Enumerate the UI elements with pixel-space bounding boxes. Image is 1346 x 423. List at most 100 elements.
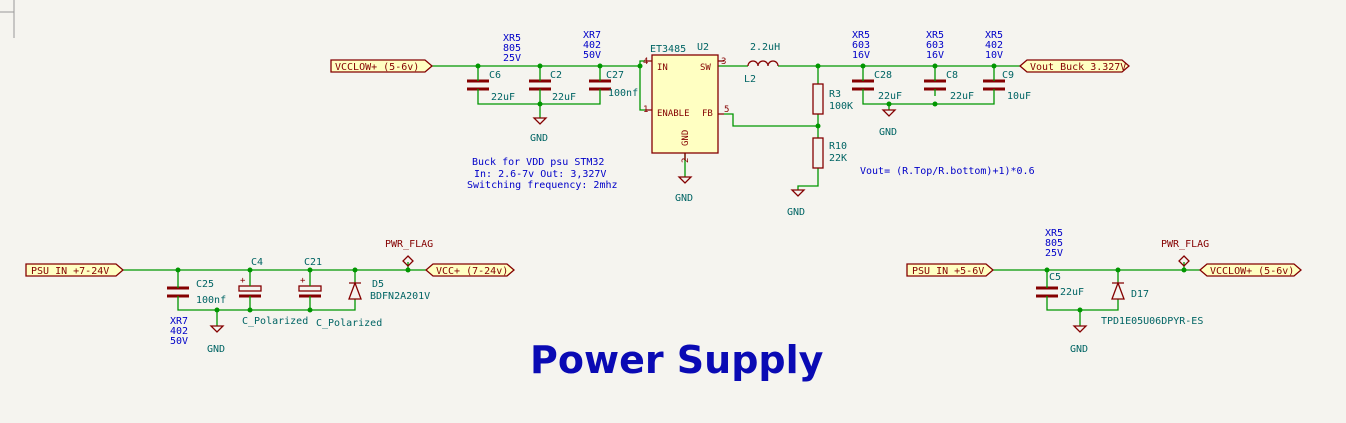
svg-text:603: 603: [926, 40, 944, 51]
cap-c5[interactable]: XR5 805 25V C5 22uF: [1036, 228, 1084, 303]
ic-u2[interactable]: ET3485 U2 IN SW ENABLE FB GND 4 3 1 5 2: [643, 42, 729, 163]
svg-text:VCCLOW+ (5-6v): VCCLOW+ (5-6v): [335, 62, 419, 73]
resistor-r3[interactable]: R3 100K: [812, 83, 853, 115]
svg-text:GND: GND: [787, 207, 805, 218]
svg-text:C21: C21: [304, 257, 322, 268]
svg-text:D17: D17: [1131, 289, 1149, 300]
svg-text:3: 3: [721, 57, 726, 67]
svg-text:C_Polarized: C_Polarized: [242, 316, 308, 327]
svg-text:4: 4: [643, 57, 648, 67]
svg-text:805: 805: [503, 43, 521, 54]
svg-text:C4: C4: [251, 257, 263, 268]
svg-text:805: 805: [1045, 238, 1063, 249]
svg-text:Vout_Buck_3.327V: Vout_Buck_3.327V: [1030, 62, 1126, 73]
svg-text:402: 402: [583, 40, 601, 51]
gnd-symbol: GND: [675, 176, 693, 204]
cap-c2[interactable]: C2 22uF: [529, 70, 576, 103]
cap-c21[interactable]: + C21 C_Polarized: [298, 257, 382, 329]
diode-d5[interactable]: D5 BDFN2A201V: [348, 279, 430, 302]
svg-text:C9: C9: [1002, 70, 1014, 81]
svg-text:100nf: 100nf: [196, 295, 226, 306]
svg-text:XR5: XR5: [1045, 228, 1063, 239]
label-psu-in-24[interactable]: PSU_IN_+7-24V: [25, 263, 124, 277]
svg-text:BDFN2A201V: BDFN2A201V: [370, 291, 430, 302]
svg-text:ET3485: ET3485: [650, 44, 686, 55]
svg-text:VCC+ (7-24v): VCC+ (7-24v): [436, 266, 508, 277]
cap-c28[interactable]: XR5 603 16V C28 22uF: [852, 30, 902, 102]
svg-text:22uF: 22uF: [1060, 287, 1084, 298]
cap-c6[interactable]: XR5 805 25V C6 22uF: [467, 33, 521, 103]
svg-text:22uF: 22uF: [552, 92, 576, 103]
svg-text:5: 5: [724, 105, 729, 115]
buck-note: Buck for VDD psu STM32 In: 2.6-7v Out: 3…: [467, 157, 618, 191]
diode-d17[interactable]: D17 TPD1E05U06DPYR-ES: [1101, 281, 1203, 327]
label-vcclow-in[interactable]: VCCLOW+ (5-6v): [330, 59, 433, 73]
svg-text:SW: SW: [700, 63, 711, 73]
svg-text:C2: C2: [550, 70, 562, 81]
svg-text:GND: GND: [675, 193, 693, 204]
svg-text:XR7: XR7: [583, 30, 601, 41]
svg-text:+: +: [240, 276, 246, 286]
svg-text:402: 402: [170, 326, 188, 337]
gnd-symbol: GND: [530, 117, 548, 144]
svg-text:22uF: 22uF: [950, 91, 974, 102]
svg-text:C8: C8: [946, 70, 958, 81]
label-psu-in-5[interactable]: PSU_IN_+5-6V: [906, 263, 994, 277]
svg-text:50V: 50V: [170, 336, 188, 347]
svg-text:603: 603: [852, 40, 870, 51]
resistor-r10[interactable]: R10 22K: [812, 137, 847, 169]
svg-text:XR5: XR5: [926, 30, 944, 41]
label-vcc-out[interactable]: VCC+ (7-24v): [425, 263, 515, 277]
svg-text:1: 1: [643, 105, 648, 115]
vin24-junctions: [175, 267, 411, 313]
buck-junctions: [475, 63, 997, 129]
svg-text:XR5: XR5: [985, 30, 1003, 41]
svg-text:+: +: [300, 276, 306, 286]
svg-text:22uF: 22uF: [491, 92, 515, 103]
svg-text:U2: U2: [697, 42, 709, 53]
pwr-flag[interactable]: PWR_FLAG: [1161, 239, 1209, 267]
gnd-symbol: GND: [879, 109, 897, 138]
vin5-junctions: [1044, 267, 1187, 313]
svg-text:C6: C6: [489, 70, 501, 81]
svg-text:C25: C25: [196, 279, 214, 290]
svg-text:C28: C28: [874, 70, 892, 81]
svg-text:16V: 16V: [926, 50, 944, 61]
svg-text:2.2uH: 2.2uH: [750, 42, 780, 53]
gnd-symbol: GND: [787, 189, 806, 218]
label-vcclow-out[interactable]: VCCLOW+ (5-6v): [1199, 263, 1302, 277]
cap-c27[interactable]: XR7 402 50V C27 100nf: [583, 30, 638, 99]
svg-text:XR7: XR7: [170, 316, 188, 327]
cap-c25[interactable]: C25 100nf XR7 402 50V: [167, 279, 226, 347]
svg-text:PWR_FLAG: PWR_FLAG: [385, 239, 433, 250]
svg-text:XR5: XR5: [852, 30, 870, 41]
svg-text:R3: R3: [829, 89, 841, 100]
svg-text:22uF: 22uF: [878, 91, 902, 102]
svg-text:C27: C27: [606, 70, 624, 81]
svg-text:100nf: 100nf: [608, 88, 638, 99]
svg-text:GND: GND: [530, 133, 548, 144]
svg-text:GND: GND: [879, 127, 897, 138]
cap-c4[interactable]: + C4 C_Polarized: [238, 257, 308, 327]
svg-text:Buck for VDD psu STM32: Buck for VDD psu STM32: [472, 157, 604, 168]
inductor-l2[interactable]: 2.2uH L2: [744, 42, 780, 85]
gnd-symbol: GND: [207, 325, 225, 355]
cap-c8[interactable]: XR5 603 16V C8 22uF: [924, 30, 974, 102]
gnd-symbol: GND: [1070, 325, 1088, 355]
cap-c9[interactable]: XR5 402 10V C9 10uF: [983, 30, 1031, 102]
svg-text:Switching frequency: 2mhz: Switching frequency: 2mhz: [467, 180, 618, 191]
svg-text:L2: L2: [744, 74, 756, 85]
svg-text:50V: 50V: [583, 50, 601, 61]
svg-text:2: 2: [681, 158, 691, 163]
svg-text:GND: GND: [207, 344, 225, 355]
svg-text:TPD1E05U06DPYR-ES: TPD1E05U06DPYR-ES: [1101, 316, 1203, 327]
svg-text:FB: FB: [702, 109, 713, 119]
svg-text:GND: GND: [681, 130, 691, 146]
svg-text:IN: IN: [657, 63, 668, 73]
svg-text:402: 402: [985, 40, 1003, 51]
pwr-flag[interactable]: PWR_FLAG: [385, 239, 433, 267]
svg-text:PWR_FLAG: PWR_FLAG: [1161, 239, 1209, 250]
label-vout-buck[interactable]: Vout_Buck_3.327V: [1019, 59, 1130, 73]
svg-text:25V: 25V: [1045, 248, 1063, 259]
